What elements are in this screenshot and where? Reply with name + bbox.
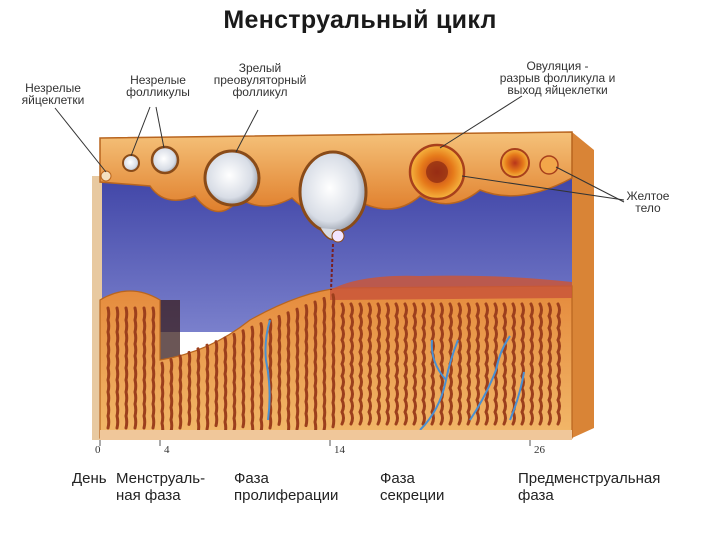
gland bbox=[405, 304, 407, 424]
gland bbox=[423, 304, 425, 424]
immature-follicle-1 bbox=[123, 155, 139, 171]
label-immature-eggs: Незрелые яйцеклетки bbox=[8, 82, 98, 106]
gland bbox=[117, 308, 118, 428]
gland bbox=[261, 324, 262, 432]
gland bbox=[297, 309, 298, 429]
day-label: День bbox=[72, 470, 107, 487]
phase-proliferation: Фаза пролиферации bbox=[234, 470, 338, 504]
basal-layer bbox=[100, 430, 572, 440]
day-tick-26: 26 bbox=[534, 444, 545, 456]
gland bbox=[225, 338, 226, 434]
corpus-luteum-mature bbox=[501, 149, 529, 177]
phase-premenstrual: Предменструальная фаза bbox=[518, 470, 660, 504]
gland bbox=[207, 345, 208, 429]
gland bbox=[180, 356, 181, 428]
gland bbox=[288, 313, 289, 433]
endometrium-surface bbox=[330, 276, 572, 300]
gland bbox=[360, 304, 362, 424]
released-egg bbox=[332, 230, 344, 242]
label-corpus-luteum: Желтое тело bbox=[618, 190, 678, 214]
gland bbox=[558, 304, 560, 424]
gland bbox=[369, 304, 371, 424]
gland bbox=[342, 304, 344, 424]
gland bbox=[378, 304, 380, 424]
gland bbox=[279, 316, 280, 424]
phase-secretion: Фаза секреции bbox=[380, 470, 444, 504]
growing-follicle bbox=[205, 151, 259, 205]
gland bbox=[315, 302, 316, 434]
gland bbox=[414, 304, 416, 424]
mature-follicle bbox=[300, 152, 366, 232]
gland bbox=[504, 304, 506, 424]
gland bbox=[396, 304, 398, 424]
gland bbox=[126, 308, 127, 428]
gland bbox=[432, 304, 434, 424]
gland bbox=[306, 306, 307, 426]
day-tick-14: 14 bbox=[334, 444, 345, 456]
corpus-luteum-regressing bbox=[540, 156, 558, 174]
gland bbox=[486, 304, 488, 424]
gland bbox=[387, 304, 389, 424]
label-ovulation: Овуляция - разрыв фолликула и выход яйце… bbox=[480, 60, 635, 96]
gland bbox=[495, 304, 497, 424]
gland bbox=[153, 308, 154, 428]
gland bbox=[270, 320, 271, 428]
immature-egg-1 bbox=[101, 171, 111, 181]
gland bbox=[162, 363, 163, 435]
gland bbox=[441, 304, 443, 424]
label-mature-follicle: Зрелый преовуляторный фолликул bbox=[200, 62, 320, 98]
label-immature-follicles: Незрелые фолликулы bbox=[114, 74, 202, 98]
gland bbox=[189, 352, 190, 424]
gland bbox=[243, 331, 244, 427]
day-tick-0: 0 bbox=[95, 444, 101, 456]
gland bbox=[171, 360, 172, 432]
phase-menstrual: Менструаль- ная фаза bbox=[116, 470, 205, 504]
gland bbox=[522, 304, 524, 424]
gland bbox=[468, 304, 470, 424]
gland bbox=[216, 342, 217, 426]
gland bbox=[324, 298, 325, 430]
gland bbox=[540, 304, 542, 424]
gland bbox=[108, 308, 109, 428]
gland bbox=[252, 327, 253, 435]
gland bbox=[549, 304, 551, 424]
gland bbox=[351, 304, 353, 424]
gland bbox=[333, 295, 334, 427]
day-tick-4: 4 bbox=[164, 444, 170, 456]
gland bbox=[531, 304, 533, 424]
gland bbox=[234, 334, 235, 430]
gland bbox=[135, 308, 136, 428]
gland bbox=[144, 308, 145, 428]
block-side-face bbox=[572, 132, 594, 438]
immature-follicle-2 bbox=[152, 147, 178, 173]
gland bbox=[198, 349, 199, 433]
gland bbox=[459, 304, 461, 424]
